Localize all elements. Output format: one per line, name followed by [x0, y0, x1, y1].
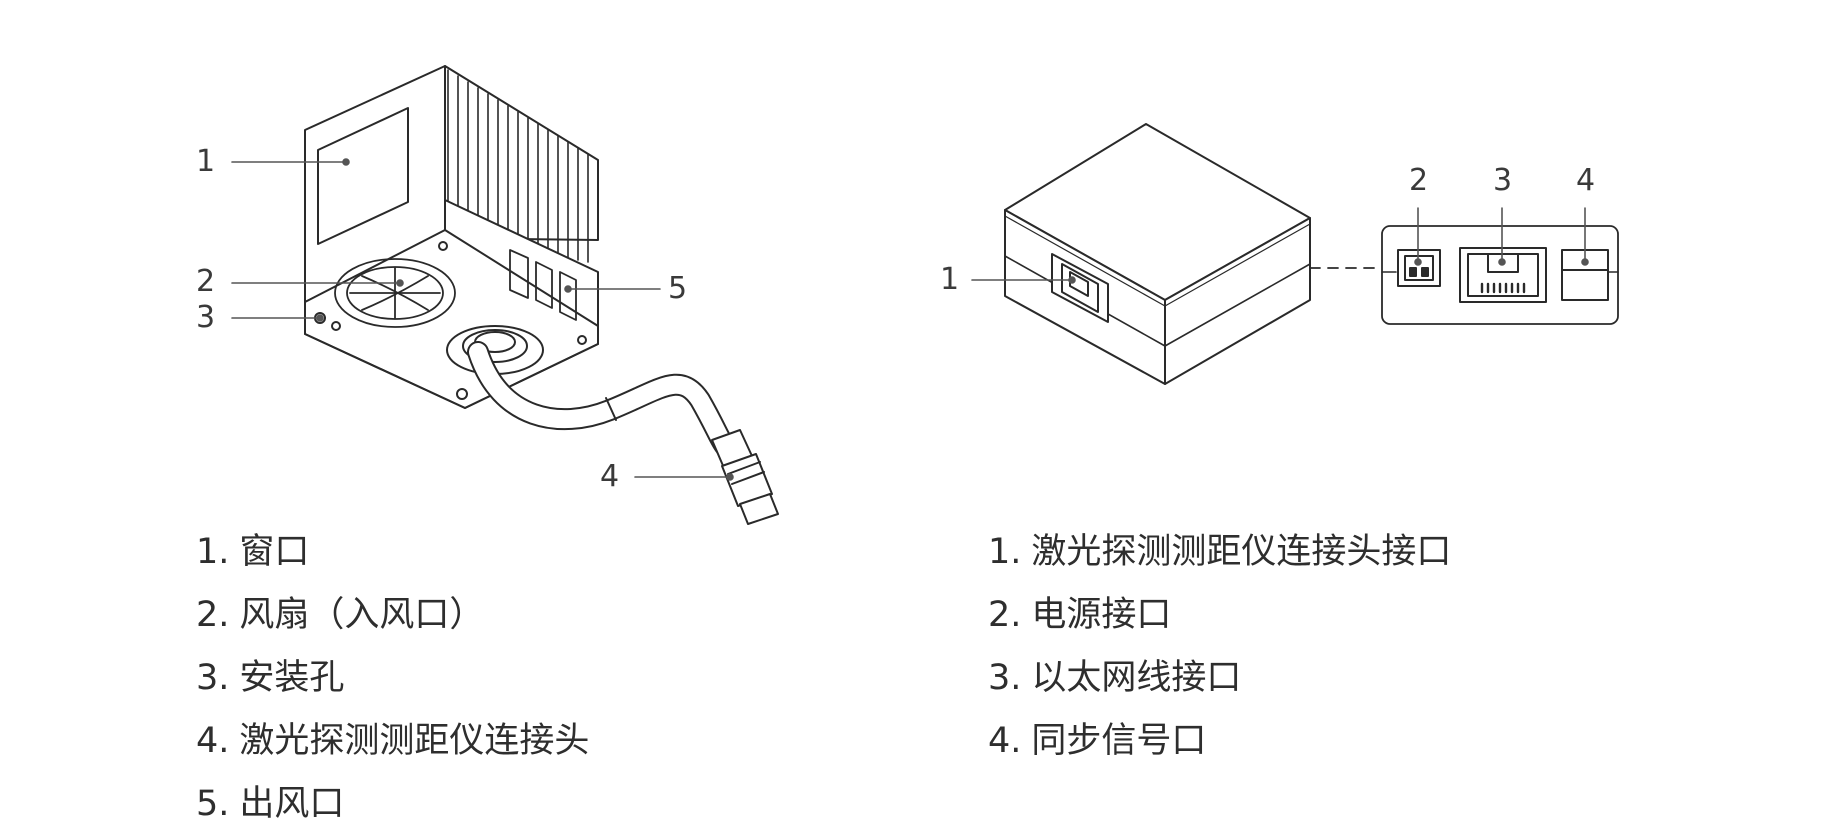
legend-text: 电源接口	[1031, 595, 1172, 635]
lidar-sensor-illustration	[304, 65, 779, 525]
legend-number: 3.	[196, 658, 230, 698]
legend-item: 2.电源接口	[988, 584, 1451, 647]
callout-right-4: 4	[1576, 163, 1596, 198]
legend-number: 1.	[988, 532, 1022, 572]
legend-number: 5.	[196, 784, 230, 824]
legend-item: 5.出风口	[196, 773, 589, 836]
legend-text: 风扇（入风口）	[239, 595, 485, 635]
legend-text: 以太网线接口	[1031, 658, 1242, 698]
legend-number: 1.	[196, 532, 230, 572]
callout-right-2: 2	[1409, 163, 1429, 198]
callout-left-4: 4	[600, 459, 620, 494]
ethernet-port	[1459, 247, 1547, 303]
fan-intake	[334, 258, 456, 328]
legend-number: 2.	[988, 595, 1022, 635]
legend-number: 4.	[988, 721, 1022, 761]
legend-item: 1.窗口	[196, 521, 589, 584]
air-outlet-vents	[509, 249, 577, 321]
legend-text: 激光探测测距仪连接头	[239, 721, 590, 761]
legend-number: 4.	[196, 721, 230, 761]
legend-text: 同步信号口	[1031, 721, 1207, 761]
legend-text: 窗口	[239, 532, 310, 572]
legend-left: 1.窗口 2.风扇（入风口） 3.安装孔 4.激光探测测距仪连接头 5.出风口	[196, 521, 589, 836]
callout-right-1: 1	[940, 262, 960, 297]
callout-right-3: 3	[1493, 163, 1513, 198]
interface-box-illustration	[1004, 123, 1619, 385]
legend-item: 2.风扇（入风口）	[196, 584, 589, 647]
connector-plug	[711, 429, 779, 525]
callout-left-5: 5	[668, 271, 688, 306]
legend-text: 出风口	[239, 784, 345, 824]
legend-text: 安装孔	[239, 658, 345, 698]
legend-number: 2.	[196, 595, 230, 635]
callout-left-1: 1	[196, 144, 216, 179]
left-callout-leaders	[231, 158, 734, 481]
legend-text: 激光探测测距仪连接头接口	[1031, 532, 1452, 572]
legend-item: 3.安装孔	[196, 647, 589, 710]
heatsink-fins	[447, 69, 589, 263]
legend-item: 4.激光探测测距仪连接头	[196, 710, 589, 773]
callout-left-3: 3	[196, 300, 216, 335]
legend-number: 3.	[988, 658, 1022, 698]
power-port	[1397, 249, 1441, 287]
legend-right: 1.激光探测测距仪连接头接口 2.电源接口 3.以太网线接口 4.同步信号口	[988, 521, 1451, 773]
callout-left-2: 2	[196, 264, 216, 299]
right-callout-leaders	[971, 207, 1589, 284]
legend-item: 4.同步信号口	[988, 710, 1451, 773]
legend-item: 1.激光探测测距仪连接头接口	[988, 521, 1451, 584]
legend-item: 3.以太网线接口	[988, 647, 1451, 710]
